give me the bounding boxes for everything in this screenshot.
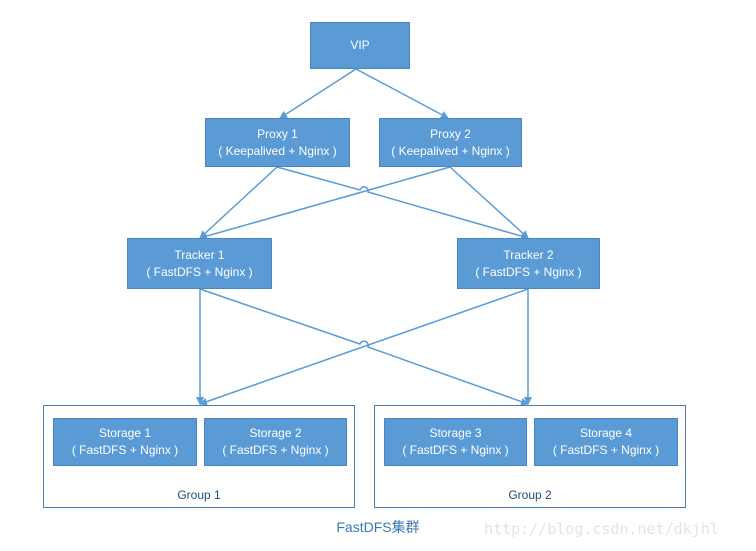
tracker-2-node: Tracker 2 ( FastDFS + Nginx ) [457,238,600,289]
tracker-1-subtitle: ( FastDFS + Nginx ) [146,264,253,279]
proxy-2-title: Proxy 2 [430,126,471,141]
tracker-2-title: Tracker 2 [503,247,554,262]
edge-vip-proxy2 [355,68,449,119]
proxy-1-node: Proxy 1 ( Keepalived + Nginx ) [205,118,350,167]
edge-vip-proxy1 [279,68,357,119]
group-1-container: Group 1 [43,405,355,508]
group-1-label: Group 1 [177,488,221,502]
storage-2-node: Storage 2 ( FastDFS + Nginx ) [204,418,347,466]
storage-3-title: Storage 3 [429,426,482,440]
storage-1-subtitle: ( FastDFS + Nginx ) [71,443,179,457]
storage-4-title: Storage 4 [579,426,633,440]
tracker-1-title: Tracker 1 [174,247,225,262]
edge-proxy2-tracker2 [449,166,529,239]
edge-proxy1-tracker2 [276,166,529,240]
storage-2-title: Storage 2 [249,426,302,440]
diagram-caption: FastDFS集群 [336,519,420,535]
group-2-container: Group 2 [374,405,686,508]
proxy-2-node: Proxy 2 ( Keepalived + Nginx ) [379,118,522,167]
tracker-1-node: Tracker 1 ( FastDFS + Nginx ) [127,238,272,289]
blog-watermark: http://blog.csdn.net/dkjhl [484,520,719,538]
edge-tracker2-group1 [199,288,529,406]
edge-tracker1-group2 [199,288,529,406]
tracker-2-subtitle: ( FastDFS + Nginx ) [475,264,582,279]
vip-node: VIP [310,22,410,69]
vip-label: VIP [350,38,370,52]
storage-1-title: Storage 1 [98,426,152,440]
storage-4-node: Storage 4 ( FastDFS + Nginx ) [534,418,678,466]
proxy-2-subtitle: ( Keepalived + Nginx ) [391,143,510,158]
edge-proxy1-tracker1 [199,166,278,239]
storage-3-subtitle: ( FastDFS + Nginx ) [402,443,509,457]
storage-2-subtitle: ( FastDFS + Nginx ) [222,443,329,457]
proxy-1-title: Proxy 1 [257,126,298,141]
group-2-label: Group 2 [508,488,552,502]
storage-3-node: Storage 3 ( FastDFS + Nginx ) [384,418,527,466]
storage-4-subtitle: ( FastDFS + Nginx ) [552,443,660,457]
edge-proxy2-tracker1 [199,166,451,240]
proxy-1-subtitle: ( Keepalived + Nginx ) [218,143,337,158]
storage-1-node: Storage 1 ( FastDFS + Nginx ) [53,418,197,466]
